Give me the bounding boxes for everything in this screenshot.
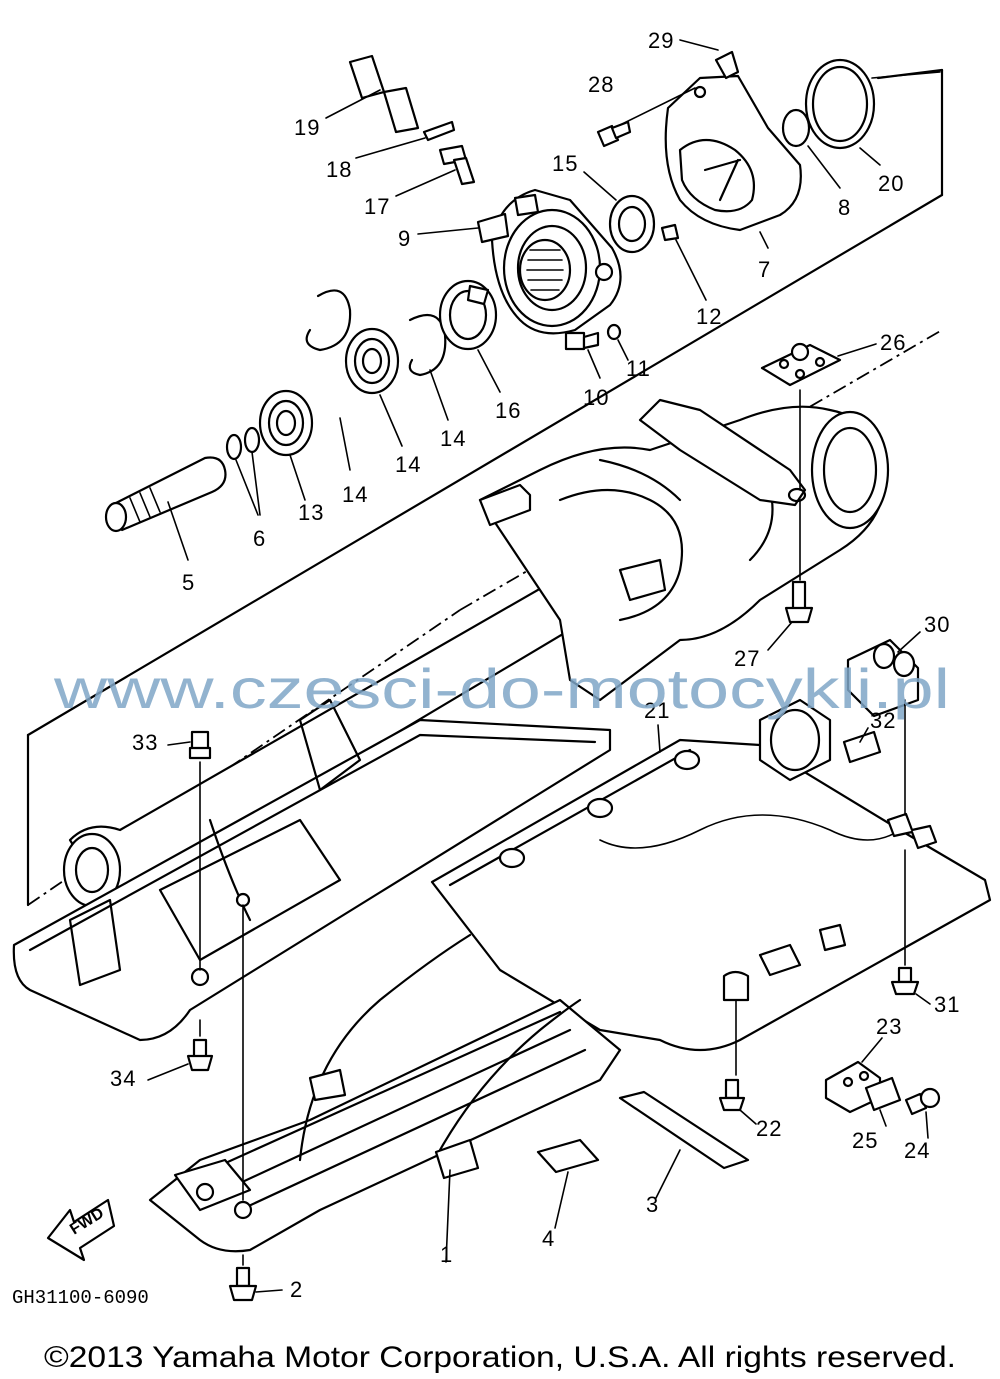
bolt-10 (564, 331, 600, 351)
callout-18: 17 (364, 194, 390, 219)
callout-31: 30 (924, 612, 950, 637)
pad-4 (536, 1138, 600, 1174)
forward-direction-arrow: FWD (46, 1198, 116, 1262)
bolt-25 (904, 1087, 941, 1116)
callout-19: 18 (326, 157, 352, 182)
gasket-21 (804, 58, 876, 150)
callout-4: 4 (542, 1226, 555, 1251)
callout-10: 10 (583, 385, 609, 410)
connector-31 (846, 638, 920, 718)
callout-16: 15 (552, 151, 578, 176)
callout-28: 27 (734, 646, 760, 671)
callout-8: 8 (838, 195, 851, 220)
bracket-24 (824, 1060, 882, 1114)
callout-22: 21 (644, 698, 670, 723)
callout-35: 34 (110, 1066, 136, 1091)
callout-14-lower: 14 (342, 482, 368, 507)
callout-15: 14 (395, 452, 421, 477)
hose-nipple-18 (438, 144, 476, 186)
copyright-notice: ©2013 Yamaha Motor Corporation, U.S.A. A… (44, 1341, 956, 1374)
bolt-23 (718, 1078, 746, 1112)
callout-11: 11 (626, 356, 651, 381)
callout-26: 25 (852, 1128, 878, 1153)
callout-30: 29 (648, 28, 674, 53)
callout-6: 6 (253, 526, 266, 551)
pump-housing-9 (476, 188, 622, 335)
callout-32: 31 (934, 992, 960, 1017)
callout-29: 28 (588, 72, 614, 97)
bolt-28 (784, 580, 814, 624)
bearing-15 (344, 327, 400, 395)
leader-lines (147, 39, 941, 1293)
terminal-33b (886, 812, 938, 850)
callout-labels: 5 6 13 14 14 14 16 19 18 17 9 15 28 29 7… (110, 28, 960, 1302)
callout-17: 16 (495, 398, 521, 423)
circlip-14a (305, 289, 352, 352)
bolt-29 (596, 120, 632, 148)
intake-grate-plate (430, 738, 992, 1052)
screw-32 (890, 966, 920, 996)
mount-plate-27 (760, 342, 842, 387)
washer-11 (606, 323, 622, 341)
sleeve-20 (348, 54, 420, 134)
callout-3: 3 (646, 1192, 659, 1217)
oil-seal-16 (608, 194, 656, 254)
o-ring-6b (243, 426, 261, 454)
sensor-33 (758, 698, 882, 782)
strip-3 (618, 1090, 750, 1170)
callout-33: 32 (870, 708, 896, 733)
callout-9: 9 (398, 226, 411, 251)
callout-14-upper: 14 (440, 426, 466, 451)
circlip-14b (408, 313, 447, 377)
callout-12: 12 (696, 304, 722, 329)
bolt-34 (188, 730, 212, 760)
clamp-19 (422, 120, 456, 142)
jet-unit-housing (12, 398, 890, 1042)
callout-34: 33 (132, 730, 158, 755)
callout-5: 5 (182, 570, 195, 595)
dowel-pin-12 (660, 223, 680, 242)
bearing-13 (258, 389, 314, 457)
o-ring-6a (225, 433, 243, 461)
callout-24: 23 (876, 1014, 902, 1039)
plate-26 (864, 1076, 902, 1112)
callout-27: 26 (880, 330, 906, 355)
clip-30 (714, 50, 740, 80)
bolt-35 (186, 1038, 214, 1072)
callout-2: 2 (290, 1277, 303, 1302)
drawing-code: GH31100-6090 (12, 1287, 149, 1309)
pump-cover-7 (664, 74, 802, 232)
callout-13: 13 (298, 500, 324, 525)
impeller-shaft (104, 456, 227, 533)
intake-duct-1 (148, 933, 622, 1253)
bolt-2 (228, 1266, 258, 1302)
callout-1: 1 (440, 1242, 453, 1267)
callout-25: 24 (904, 1138, 930, 1163)
seal-holder-17 (438, 279, 498, 351)
callout-21: 20 (878, 171, 904, 196)
o-ring-8 (781, 108, 811, 148)
drive-shaft-assembly (104, 279, 498, 533)
callout-23: 22 (756, 1116, 782, 1141)
callout-7: 7 (758, 257, 771, 282)
watermark-text: www.czesci-do-motocykli.pl (53, 657, 950, 720)
callout-20: 19 (294, 115, 320, 140)
